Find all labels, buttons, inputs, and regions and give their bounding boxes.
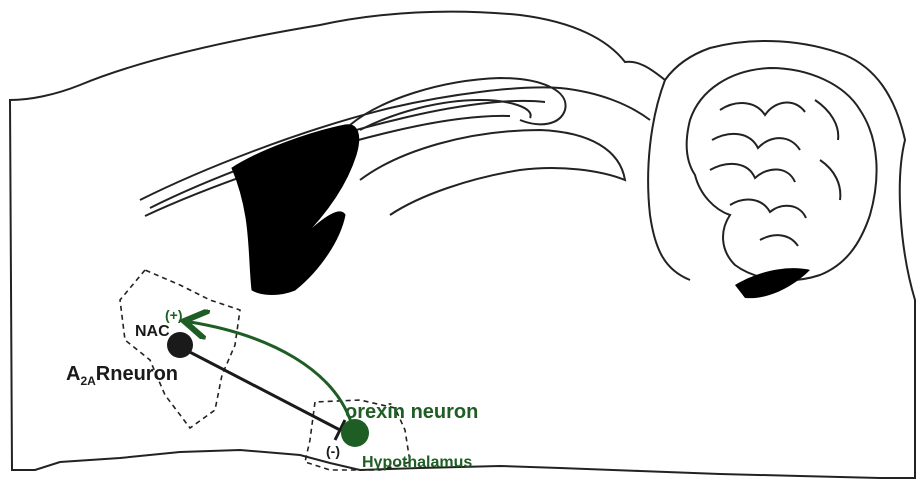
nac-label: NAC xyxy=(135,323,170,340)
nac-neuron xyxy=(167,332,193,358)
hypothalamus-label: Hypothalamus xyxy=(362,454,472,471)
orexin-neuron xyxy=(341,419,369,447)
plus-label: (+) xyxy=(165,307,183,323)
orexin-label: orexin neuron xyxy=(345,401,478,423)
minus-label: (-) xyxy=(326,443,340,459)
